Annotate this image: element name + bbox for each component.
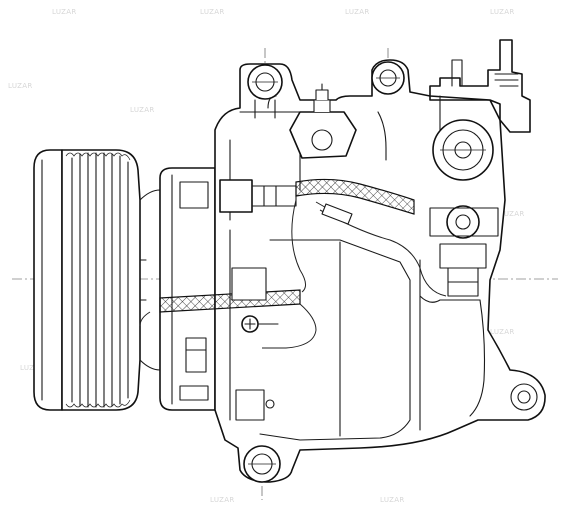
clutch-connector	[219, 179, 297, 213]
watermark-label: LUZAR	[345, 8, 370, 16]
watermark-label: LUZAR	[20, 364, 45, 372]
cross-screw-icon	[241, 315, 279, 333]
mount-ear-top-right	[371, 61, 405, 95]
mount-ear-right	[510, 383, 538, 411]
watermark-label: LUZAR	[8, 82, 33, 90]
port-boss	[432, 119, 494, 181]
harness-clamp	[231, 267, 275, 421]
mount-ear-top-left	[247, 64, 283, 119]
watermark-label: LUZAR	[490, 328, 515, 336]
watermark-label: LUZAR	[490, 8, 515, 16]
pulley	[33, 149, 161, 411]
mount-ear-bottom	[243, 445, 281, 483]
loose-wires	[139, 199, 447, 349]
watermark-label: LUZAR	[380, 496, 405, 504]
service-fitting	[429, 39, 531, 133]
pulley-grooves	[65, 152, 131, 408]
watermark-label: LUZAR	[52, 8, 77, 16]
watermark-label: LUZAR	[210, 496, 235, 504]
watermark-label: LUZAR	[500, 210, 525, 218]
watermark-label: LUZAR	[130, 106, 155, 114]
watermark-label: LUZAR	[200, 8, 225, 16]
front-housing	[159, 167, 216, 411]
pressure-relief-valve	[289, 83, 357, 159]
control-valve	[429, 205, 499, 297]
wire-harness-upper	[295, 178, 415, 215]
